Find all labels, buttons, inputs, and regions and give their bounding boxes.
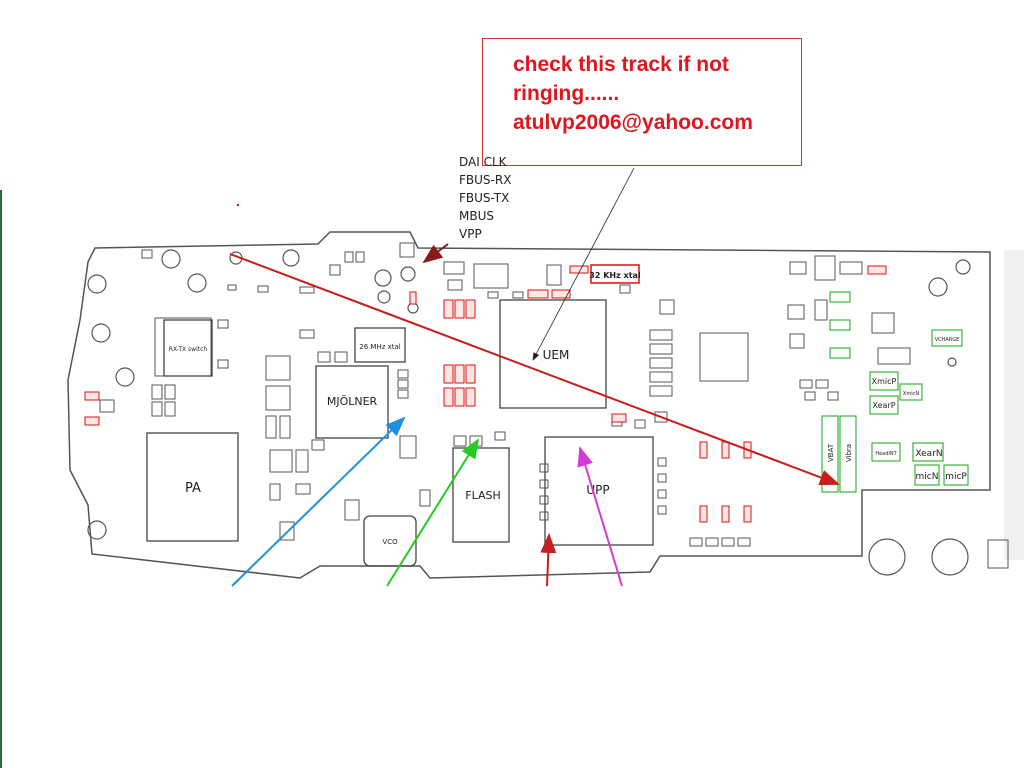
chip-upp xyxy=(544,436,654,546)
pad-headint xyxy=(871,442,901,462)
label-xmicp: XmicP xyxy=(872,377,897,386)
signal-dai-clk: DAI CLK xyxy=(459,155,507,169)
signal-fbus-tx: FBUS-TX xyxy=(459,191,510,205)
pad-micp xyxy=(943,464,969,486)
pad-xmicp xyxy=(869,371,899,391)
label-32khz-xtal: 32 KHz xtal xyxy=(589,271,641,280)
red-diagonal-arrow xyxy=(229,253,840,486)
label-micn: micN xyxy=(916,472,939,482)
label-vco: VCO xyxy=(382,538,398,546)
pad-xmicn xyxy=(899,383,923,401)
chip-mjolner xyxy=(315,365,389,439)
chip-26mhz-xtal xyxy=(354,327,406,363)
chip-pa xyxy=(146,432,239,542)
label-upp: UPP xyxy=(586,483,609,497)
note-line-2: ringing...... xyxy=(513,82,620,105)
signal-vpp: VPP xyxy=(459,227,482,241)
blue-arrow xyxy=(231,416,406,587)
label-xearn: XearN xyxy=(915,449,942,459)
label-vbat: VBAT xyxy=(827,443,835,462)
pad-micn xyxy=(914,464,940,486)
label-headint: HeadINT xyxy=(875,451,897,457)
note-line-3: atulvp2006@yahoo.com xyxy=(513,111,753,134)
signal-mbus: MBUS xyxy=(459,209,494,223)
label-flash: FLASH xyxy=(465,489,501,502)
red-up-arrow xyxy=(540,533,557,587)
pad-vibra xyxy=(839,415,857,493)
note-line-1: check this track if not xyxy=(513,53,729,76)
label-xearp: XearP xyxy=(872,401,895,410)
label-micp: micP xyxy=(945,472,967,482)
chip-rx-tx-switch xyxy=(163,319,213,377)
pad-xearn xyxy=(912,442,944,462)
label-vibra: Vibra xyxy=(845,444,853,462)
label-xmicn: XmicN xyxy=(903,391,919,397)
pad-vcharge xyxy=(931,329,963,347)
pad-xearp xyxy=(869,395,899,415)
signal-fbus-rx: FBUS-RX xyxy=(459,173,512,187)
chip-32khz-xtal xyxy=(590,264,640,284)
dark-red-arrow xyxy=(422,243,449,264)
chip-flash xyxy=(452,447,510,543)
label-mjolner: MJÖLNER xyxy=(327,395,378,408)
note-box: check this track if not ringing...... at… xyxy=(482,38,802,166)
black-pointer-line xyxy=(532,167,635,361)
chip-uem xyxy=(499,299,607,409)
label-26mhz-xtal: 26 MHz xtal xyxy=(359,343,401,351)
label-rx-tx-switch: RX-TX switch xyxy=(169,346,208,353)
magenta-arrow xyxy=(577,446,623,587)
green-arrow xyxy=(386,438,480,587)
label-uem: UEM xyxy=(543,348,570,362)
label-pa: PA xyxy=(185,481,201,496)
board-outline xyxy=(67,231,991,579)
label-vcharge: VCHARGE xyxy=(935,337,960,343)
